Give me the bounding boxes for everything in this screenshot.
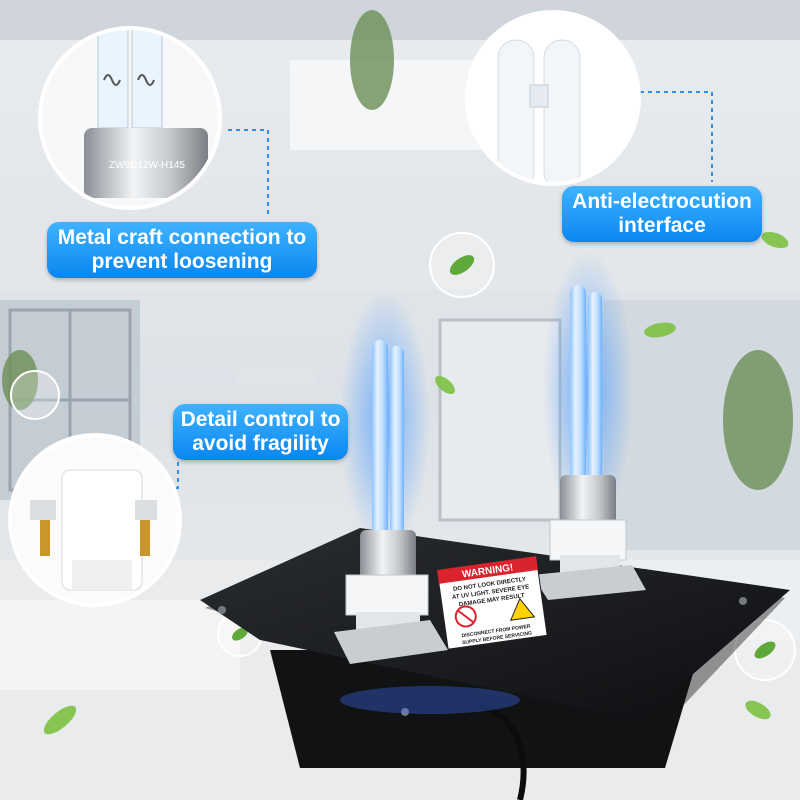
- callout-anti-line2: interface: [618, 214, 706, 237]
- detail-circle-detail: [10, 435, 180, 605]
- warning-label: WARNING! DO NOT LOOK DIRECTLY AT UV LIGH…: [436, 555, 548, 650]
- detail-circle-anti: [467, 12, 639, 184]
- lamp-model-text: ZW9D12W-H145: [109, 160, 185, 171]
- callout-detail-line1: Detail control to: [180, 408, 341, 431]
- detail-circle-metal: ZW9D12W-H145: [40, 28, 220, 208]
- callout-detail-control: Detail control to avoid fragility: [173, 404, 348, 460]
- callout-detail-line2: avoid fragility: [192, 432, 329, 455]
- callout-anti-line1: Anti-electrocution: [572, 190, 752, 213]
- callout-metal-craft: Metal craft connection to prevent loosen…: [47, 222, 317, 278]
- callout-metal-line2: prevent loosening: [91, 250, 273, 273]
- callout-metal-line1: Metal craft connection to: [57, 226, 307, 249]
- callout-anti-electrocution: Anti-electrocution interface: [562, 186, 762, 242]
